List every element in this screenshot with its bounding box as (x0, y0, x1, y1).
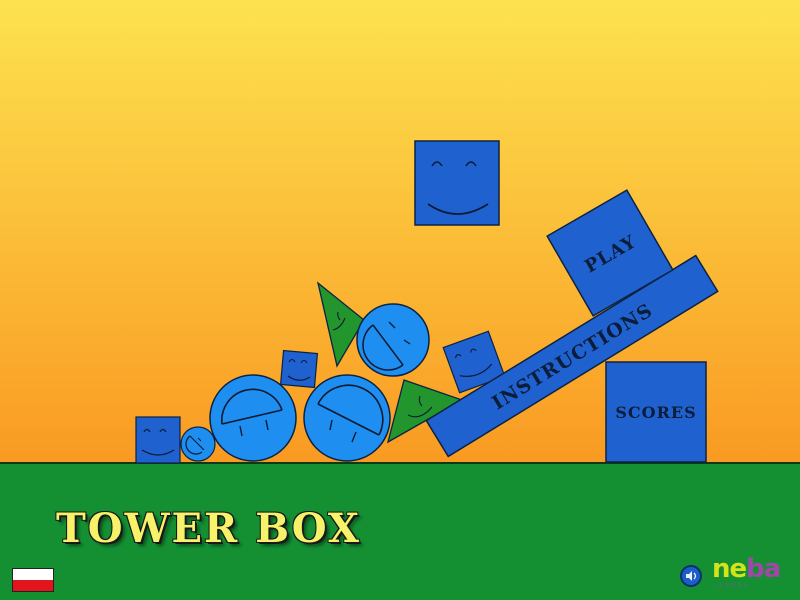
play-button[interactable]: PLAY (546, 189, 674, 317)
game-title: TOWER BOX (56, 505, 361, 552)
big-circle-right (303, 374, 391, 462)
nebagames-logo[interactable]: neba GAMES (712, 556, 792, 596)
small-tilted-box (279, 349, 319, 389)
green-triangle-lower (386, 379, 464, 444)
green-triangle-upper (316, 281, 365, 368)
flag-white-stripe (13, 569, 53, 580)
logo-subtitle: GAMES (718, 582, 750, 589)
tilted-box-right (442, 330, 506, 394)
ground (0, 463, 800, 600)
tiny-circle (180, 426, 216, 462)
small-box (135, 416, 181, 464)
poland-flag-icon[interactable] (12, 568, 54, 592)
flag-red-stripe (13, 580, 53, 591)
speaker-icon[interactable] (680, 565, 702, 587)
logo-wordmark: neba (712, 554, 781, 584)
falling-box (414, 140, 500, 226)
big-circle-left (209, 374, 297, 462)
speaker-glyph (686, 571, 697, 581)
medium-circle (356, 303, 430, 377)
scores-button[interactable]: SCORES (605, 361, 707, 463)
scores-label: SCORES (615, 403, 696, 422)
